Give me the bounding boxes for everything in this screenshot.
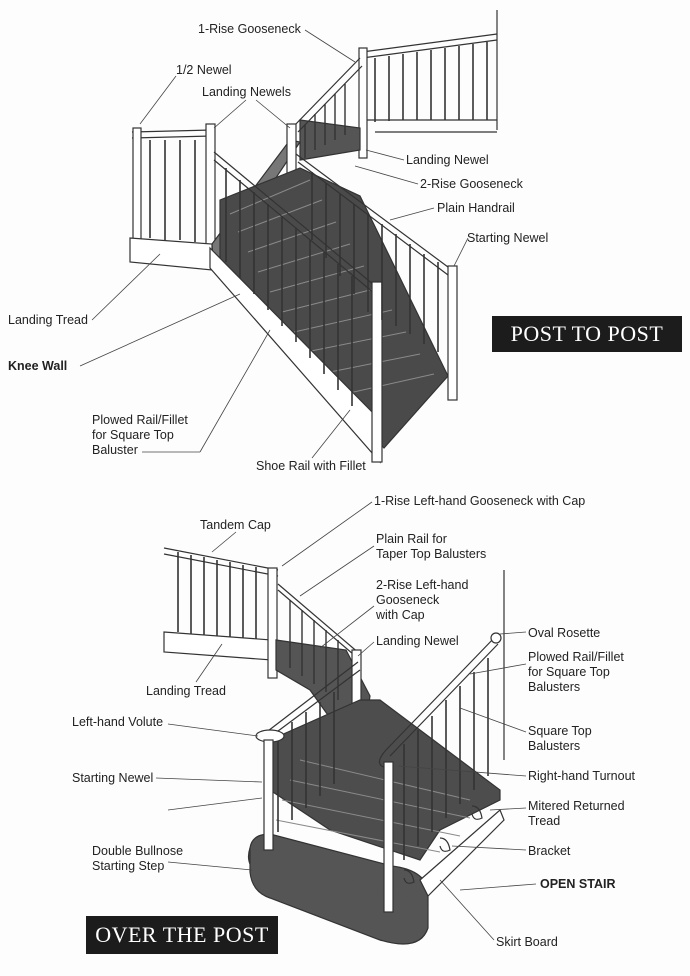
label-left-hand-volute: Left-hand Volute <box>72 715 164 729</box>
label-2-rise-gooseneck: 2-Rise Gooseneck <box>420 177 523 191</box>
label-right-hand-turnout: Right-hand Turnout <box>528 769 636 783</box>
label-half-newel: 1/2 Newel <box>176 63 232 77</box>
label-oval-rosette: Oval Rosette <box>528 626 601 640</box>
label-landing-tread-bottom: Landing Tread <box>146 684 226 698</box>
label-landing-newel-bottom: Landing Newel <box>376 634 459 648</box>
label-plain-rail: Plain Rail for Taper Top Balusters <box>376 532 487 561</box>
label-landing-newels: Landing Newels <box>202 85 291 99</box>
label-bracket: Bracket <box>528 844 571 858</box>
label-plowed-rail-top: Plowed Rail/Fillet for Square Top Balust… <box>92 413 188 457</box>
label-landing-tread-top: Landing Tread <box>8 313 88 327</box>
label-knee-wall: Knee Wall <box>8 359 68 373</box>
label-1-rise-gooseneck: 1-Rise Gooseneck <box>198 22 301 36</box>
label-shoe-rail: Shoe Rail with Fillet <box>256 459 366 473</box>
label-square-top-balusters: Square Top Balusters <box>528 724 592 753</box>
label-starting-newel-top: Starting Newel <box>467 231 549 245</box>
label-skirt-board: Skirt Board <box>496 935 558 949</box>
label-double-bullnose: Double Bullnose Starting Step <box>92 844 184 873</box>
label-plain-handrail: Plain Handrail <box>437 201 515 215</box>
label-mitered-returned-tread: Mitered Returned Tread <box>528 799 625 828</box>
label-starting-newel-bottom: Starting Newel <box>72 771 154 785</box>
label-landing-newel: Landing Newel <box>406 153 489 167</box>
banner-over-the-post: OVER THE POST <box>86 916 278 954</box>
label-open-stair: OPEN STAIR <box>540 877 616 891</box>
label-tandem-cap: Tandem Cap <box>200 518 271 532</box>
banner-post-to-post: POST TO POST <box>492 316 682 352</box>
label-1-rise-lh-gooseneck: 1-Rise Left-hand Gooseneck with Cap <box>374 494 586 508</box>
label-2-rise-lh-gooseneck: 2-Rise Left-hand Gooseneck with Cap <box>376 578 469 622</box>
label-plowed-rail-bottom: Plowed Rail/Fillet for Square Top Balust… <box>528 650 624 694</box>
